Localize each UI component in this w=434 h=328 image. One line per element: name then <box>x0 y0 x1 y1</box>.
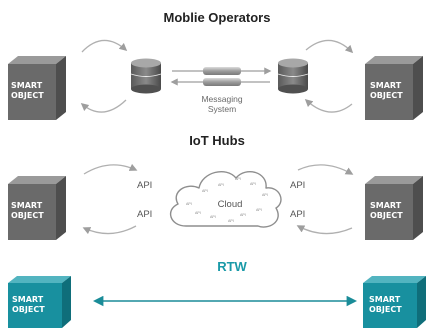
section-title-mobile-operators: Moblie Operators <box>164 10 271 25</box>
cube-label-line1: SMART <box>369 295 401 304</box>
smart-object-cube: SMART OBJECT <box>365 176 423 240</box>
cube-label-line2: OBJECT <box>11 91 44 100</box>
cube-label-line2: OBJECT <box>12 305 45 314</box>
api-label: API <box>137 180 152 191</box>
cloud-api-tag: API <box>250 182 256 186</box>
cube-label-line2: OBJECT <box>370 91 403 100</box>
curved-arrow <box>81 39 128 53</box>
curved-arrow <box>296 225 353 235</box>
messaging-system-label-line1: Messaging <box>201 94 242 104</box>
curved-arrow <box>83 163 138 175</box>
database-icon <box>277 58 309 94</box>
cloud-label: Cloud <box>218 199 243 210</box>
cloud-api-tag: API <box>186 202 192 206</box>
cloud-icon: Cloud API API API API API API API API AP… <box>169 170 282 228</box>
cloud-api-tag: API <box>262 193 268 197</box>
smart-object-cube: SMART OBJECT <box>8 56 66 120</box>
cube-label-line1: SMART <box>370 81 402 90</box>
cloud-api-tag: API <box>210 215 216 219</box>
cube-label-line1: SMART <box>11 81 43 90</box>
cube-label-line2: OBJECT <box>370 211 403 220</box>
cube-label-line2: OBJECT <box>369 305 402 314</box>
api-label: API <box>290 209 305 220</box>
cloud-api-tag: API <box>240 213 246 217</box>
smart-object-cube: SMART OBJECT <box>8 176 66 240</box>
curved-arrow <box>82 225 137 235</box>
curved-arrow <box>305 39 354 54</box>
messaging-pipe-icon <box>170 67 272 86</box>
cloud-api-tag: API <box>202 189 208 193</box>
section-title-rtw: RTW <box>217 259 247 274</box>
smart-object-cube: SMART OBJECT <box>8 276 71 328</box>
api-label: API <box>290 180 305 191</box>
api-label: API <box>137 209 152 220</box>
curved-arrow <box>297 164 354 175</box>
curved-arrow <box>80 99 127 113</box>
cloud-api-tag: API <box>256 208 262 212</box>
cube-label-line1: SMART <box>11 201 43 210</box>
smart-object-cube: SMART OBJECT <box>363 276 426 328</box>
curved-arrow <box>304 98 353 113</box>
cube-label-line2: OBJECT <box>11 211 44 220</box>
cube-label-line1: SMART <box>12 295 44 304</box>
cube-label-line1: SMART <box>370 201 402 210</box>
cloud-api-tag: API <box>228 219 234 223</box>
cloud-api-tag: API <box>218 183 224 187</box>
database-icon <box>130 58 162 94</box>
cloud-api-tag: API <box>195 211 201 215</box>
cloud-api-tag: API <box>235 177 241 181</box>
section-title-iot-hubs: IoT Hubs <box>189 133 245 148</box>
smart-object-cube: SMART OBJECT <box>365 56 423 120</box>
messaging-system-label-line2: System <box>208 104 236 114</box>
